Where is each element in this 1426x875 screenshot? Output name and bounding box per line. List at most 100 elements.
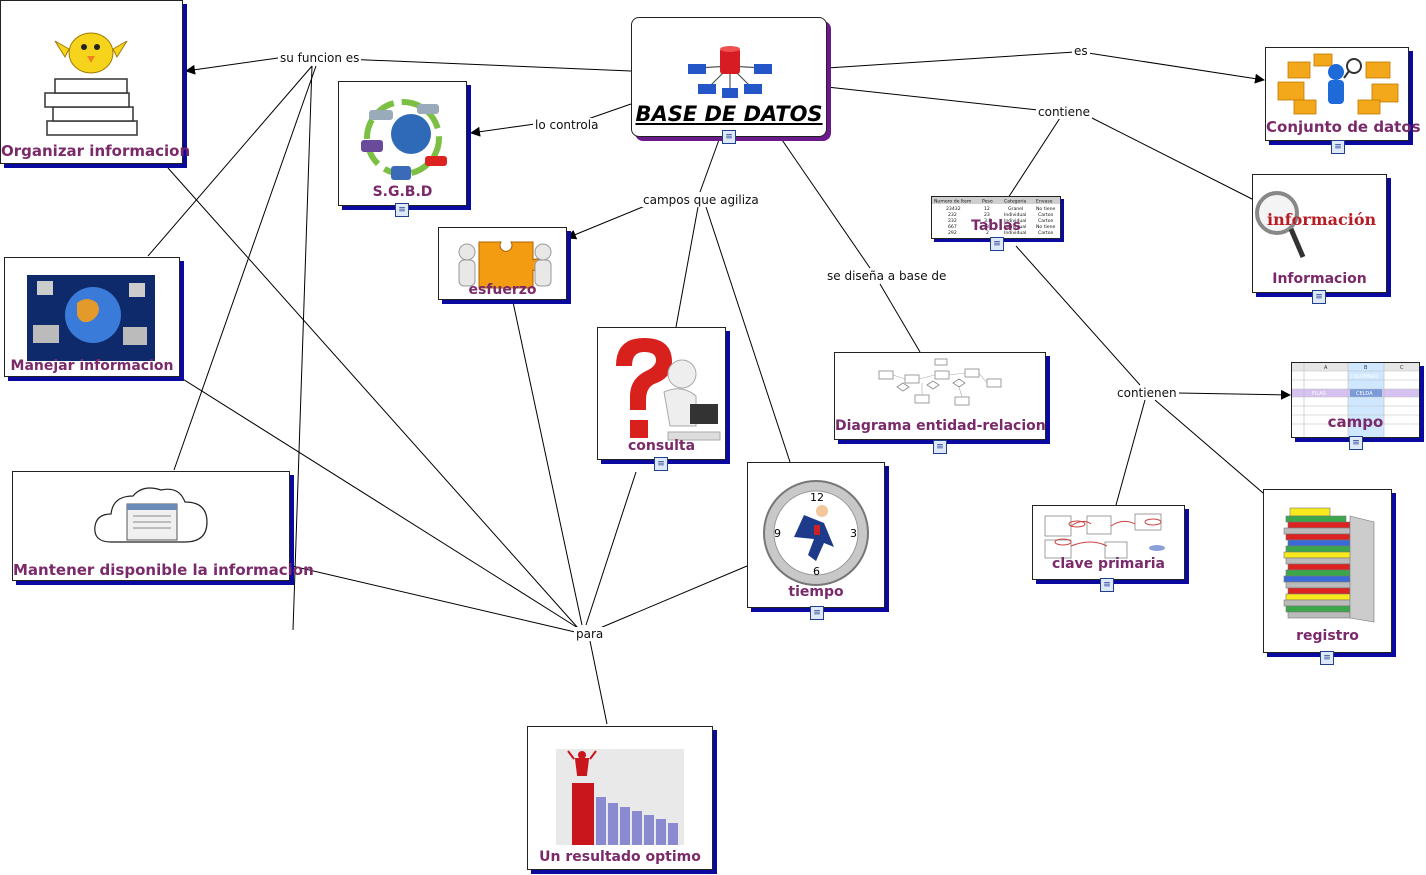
- node-consulta[interactable]: consulta: [597, 327, 726, 460]
- table-cell: No tiene: [1036, 206, 1056, 212]
- node-mantener-informacion[interactable]: Mantener disponible la informacion: [12, 471, 314, 581]
- spreadsheet-col-header: C: [1400, 365, 1404, 371]
- table-header-cell: Numero de Item: [934, 199, 972, 205]
- table-cell: 3: [986, 224, 989, 230]
- node-conjunto-de-datos[interactable]: Conjunto de datos: [1265, 47, 1421, 141]
- note-icon[interactable]: [1320, 651, 1334, 665]
- table-cell: Carton: [1038, 218, 1054, 224]
- node-label: Manejar informacion: [10, 358, 174, 374]
- node-tablas[interactable]: Numero de Item Peso Categoria Envase 234…: [931, 196, 1061, 239]
- table-cell: 12: [984, 206, 990, 212]
- link-label-para: para: [574, 627, 606, 641]
- table-cell: 3.8: [984, 218, 991, 224]
- link-label-lo-controla: lo controla: [533, 118, 601, 132]
- node-label: Informacion: [1272, 271, 1367, 287]
- table-cell: 232: [948, 212, 957, 218]
- table-cell: 2: [986, 230, 989, 236]
- table-cell: 292: [948, 230, 957, 236]
- clock-numeral: 3: [850, 527, 857, 540]
- table-row: 667 3 Individual No tiene: [948, 224, 1056, 230]
- table-cell: No tiene: [1036, 224, 1056, 230]
- spreadsheet-celda-label: CELDA: [1356, 391, 1373, 397]
- node-label: Mantener disponible la informacion: [13, 561, 314, 579]
- bird-on-books-icon: [44, 32, 138, 136]
- node-tiempo[interactable]: 12 3 6 9 tiempo: [747, 462, 885, 608]
- node-label: Organizar informacion: [1, 142, 191, 160]
- note-icon[interactable]: [654, 457, 668, 471]
- note-icon[interactable]: [722, 130, 736, 144]
- spreadsheet-icon: A B C COLUMNAS FILAS CELDA: [1292, 363, 1419, 437]
- spreadsheet-col-header: A: [1324, 365, 1328, 371]
- table-cell: Carton: [1038, 212, 1054, 218]
- clock-numeral: 6: [813, 565, 820, 578]
- node-registro[interactable]: registro: [1263, 489, 1392, 653]
- node-label: S.G.B.D: [372, 184, 433, 200]
- table-header-cell: Envase: [1036, 199, 1053, 205]
- spreadsheet-columnas-label: COLUMNAS: [1350, 374, 1378, 380]
- table-row: 292 2 Individual Carton: [948, 230, 1054, 236]
- data-table-image: Numero de Item Peso Categoria Envase 234…: [932, 197, 1060, 236]
- node-esfuerzo[interactable]: esfuerzo: [438, 227, 567, 300]
- node-label: Diagrama entidad-relacion: [835, 418, 1046, 434]
- dbms-cycle-icon: [361, 99, 447, 180]
- table-header-cell: Categoria: [1004, 199, 1027, 205]
- table-cell: 23432: [946, 206, 961, 212]
- er-diagram-icon: [878, 358, 1002, 406]
- note-icon[interactable]: [933, 440, 947, 454]
- main-node-base-de-datos[interactable]: BASE DE DATOS: [631, 17, 827, 137]
- note-icon[interactable]: [395, 203, 409, 217]
- node-label: Un resultado optimo: [539, 849, 701, 865]
- question-person-icon: [616, 338, 721, 441]
- informacion-image-text: información: [1267, 210, 1376, 229]
- note-icon[interactable]: [990, 237, 1004, 251]
- note-icon[interactable]: [1312, 290, 1326, 304]
- link-label-es: es: [1072, 44, 1090, 58]
- node-campo[interactable]: A B C COLUMNAS FILAS CELDA campo: [1291, 362, 1420, 438]
- winner-bars-icon: [556, 749, 684, 845]
- node-label: campo: [1327, 413, 1384, 431]
- link-label-campos: campos que agiliza: [641, 193, 761, 207]
- table-row: 232 23 Individual Carton: [948, 212, 1054, 218]
- node-informacion[interactable]: información Informacion: [1252, 174, 1387, 293]
- link-label-contienen: contienen: [1115, 386, 1179, 400]
- node-label: registro: [1296, 628, 1359, 644]
- node-resultado-optimo[interactable]: Un resultado optimo: [527, 726, 713, 870]
- table-row: 232 3.8 Individual Carton: [948, 218, 1054, 224]
- main-node-title: BASE DE DATOS: [635, 102, 823, 126]
- globe-computers-icon: [27, 275, 155, 361]
- link-label-se-disena: se diseña a base de: [825, 269, 949, 283]
- link-label-su-funcion: su funcion es: [278, 51, 362, 65]
- table-header-cell: Peso: [982, 199, 993, 205]
- table-cell: Carton: [1038, 230, 1054, 236]
- link-label-contiene: contiene: [1036, 105, 1092, 119]
- stacked-folders-icon: [1283, 507, 1375, 623]
- node-label: clave primaria: [1052, 556, 1165, 572]
- node-label: consulta: [627, 438, 696, 454]
- node-organizar-informacion[interactable]: Organizar informacion: [0, 0, 191, 164]
- node-label: Conjunto de datos: [1266, 118, 1421, 136]
- database-server-icon: [688, 46, 772, 98]
- spreadsheet-filas-label: FILAS: [1312, 391, 1326, 397]
- node-manejar-informacion[interactable]: Manejar informacion: [4, 257, 180, 377]
- note-icon[interactable]: [810, 606, 824, 620]
- clock-numeral: 12: [810, 491, 824, 504]
- node-label: esfuerzo: [468, 282, 537, 298]
- table-cell: Individual: [1004, 230, 1026, 236]
- spreadsheet-col-header: B: [1364, 365, 1368, 371]
- clock-runner-icon: 12 3 6 9: [763, 480, 869, 586]
- relationship-diagram-icon: [1044, 513, 1165, 559]
- magnifier-information-icon: información: [1255, 191, 1376, 258]
- node-diagrama-er[interactable]: Diagrama entidad-relacion: [834, 352, 1046, 440]
- node-label: Tablas: [971, 218, 1021, 234]
- note-icon[interactable]: [1349, 436, 1363, 450]
- note-icon[interactable]: [1331, 140, 1345, 154]
- table-cell: 667: [948, 224, 957, 230]
- node-clave-primaria[interactable]: clave primaria: [1032, 505, 1185, 580]
- table-cell: 232: [948, 218, 957, 224]
- table-cell: Individual: [1004, 218, 1026, 224]
- node-sgbd[interactable]: S.G.B.D: [338, 81, 467, 206]
- puzzle-people-icon: [458, 241, 552, 289]
- note-icon[interactable]: [1100, 578, 1114, 592]
- table-cell: 23: [984, 212, 990, 218]
